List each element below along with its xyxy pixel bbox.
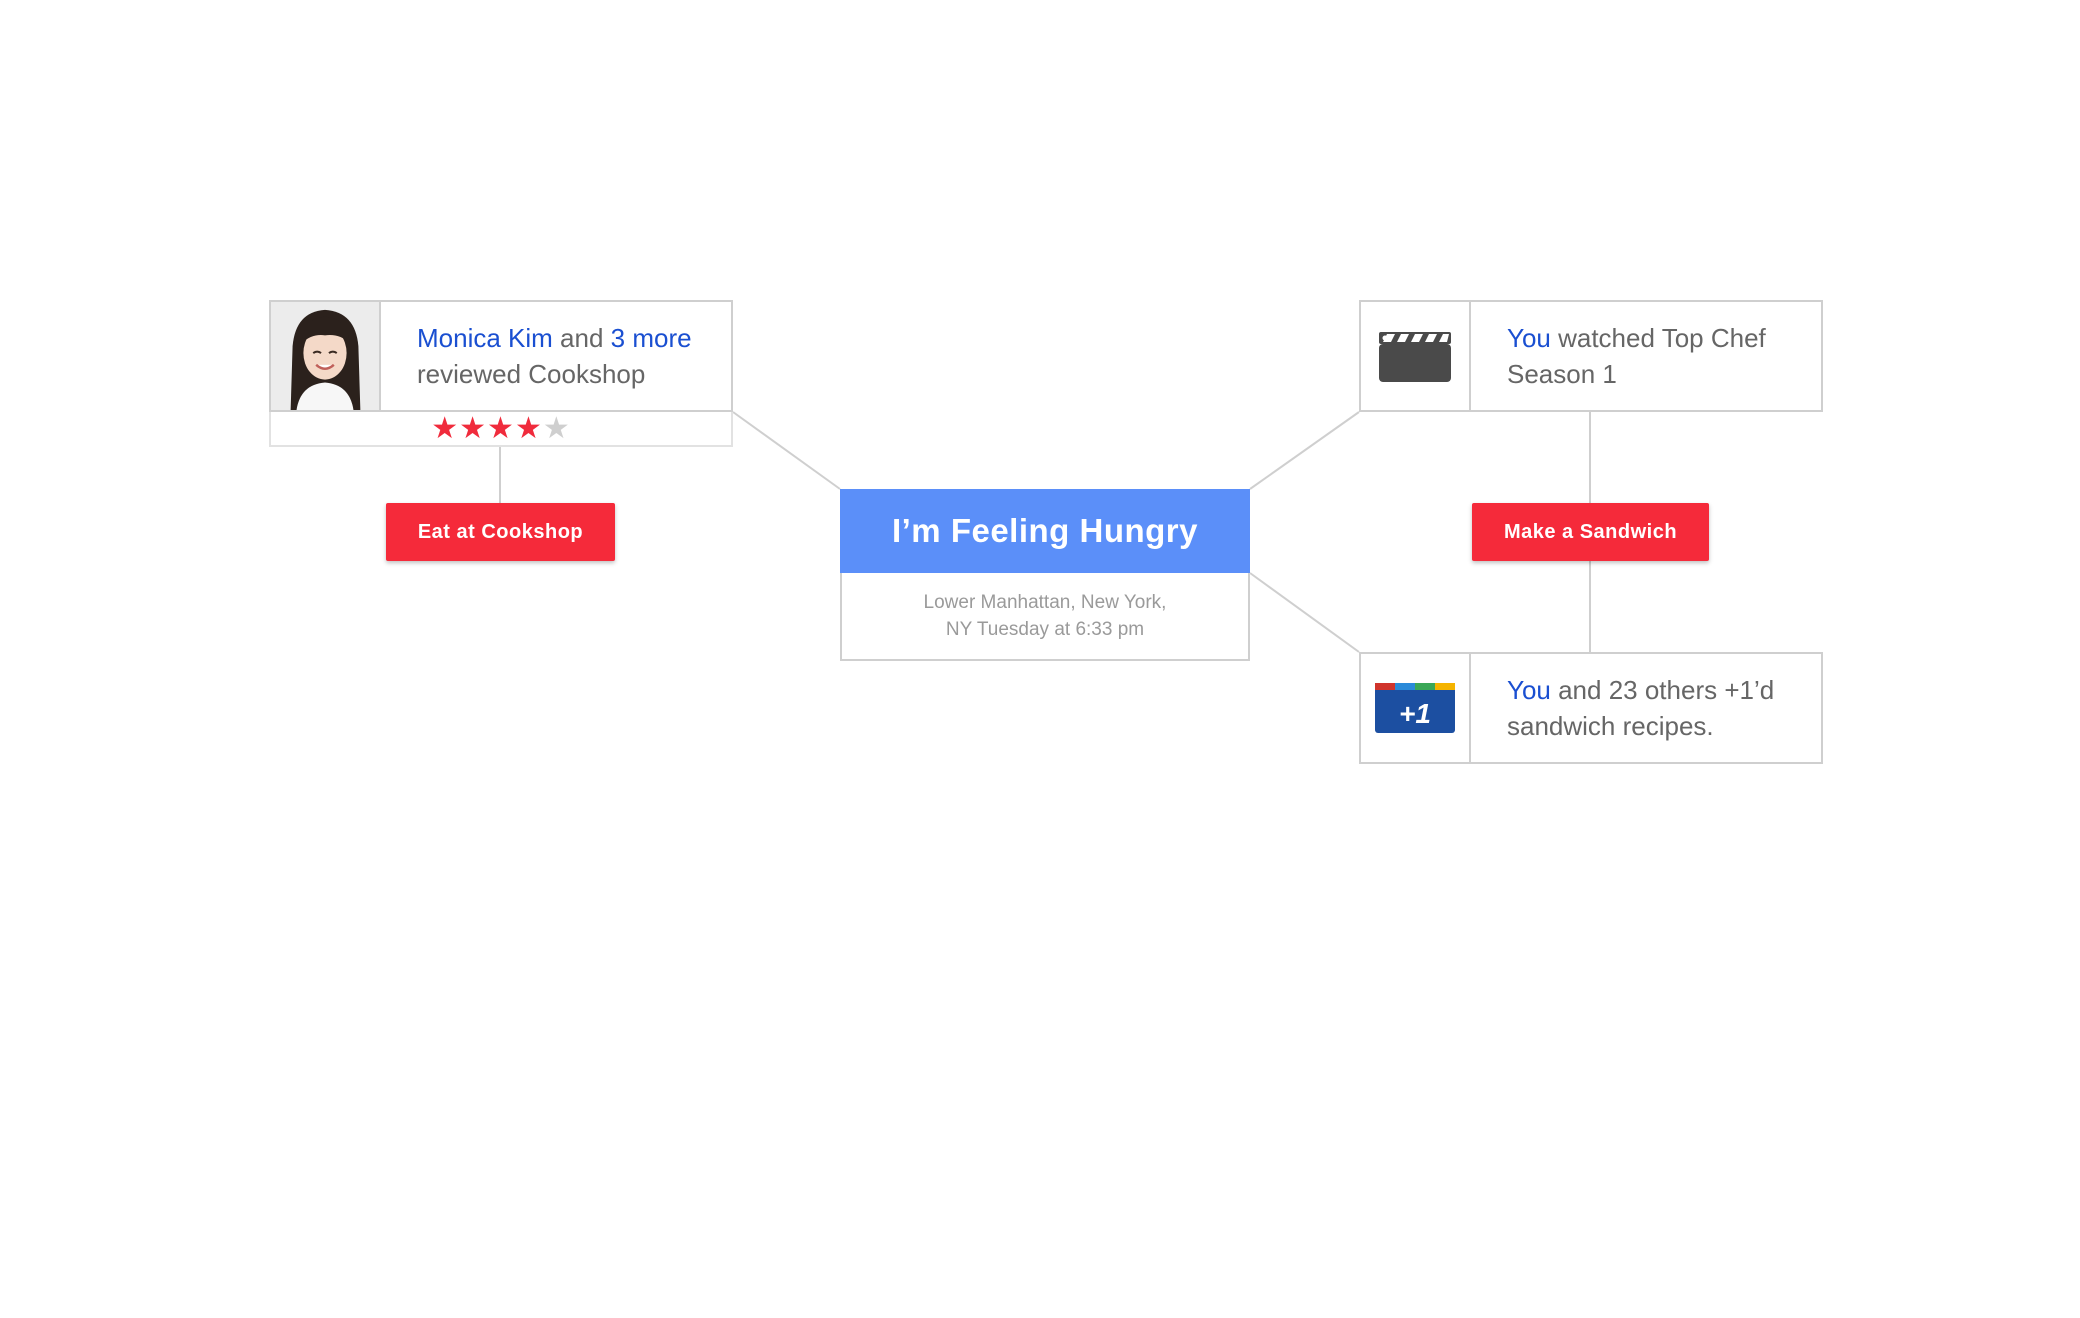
review-text: Monica Kim and 3 more reviewed Cookshop [417,320,715,392]
star-rating: ★★★★★ [269,412,733,447]
location-line2: NY Tuesday at 6:33 pm [945,619,1145,640]
plusone-line2: sandwich recipes. [1507,711,1714,741]
more-reviewers-link[interactable]: 3 more [610,323,692,353]
review-line1: Monica Kim and 3 more [417,320,715,356]
center-title: I’m Feeling Hungry [840,489,1250,573]
star-empty-icon: ★ [542,412,571,445]
connector-center-to-watched [1249,411,1360,490]
plusone-line1: You and 23 others +1’d [1507,672,1805,708]
star-icon: ★ [459,412,488,445]
review-joiner: and [552,323,611,353]
you-link[interactable]: You [1507,675,1551,705]
eat-at-cookshop-button[interactable]: Eat at Cookshop [386,503,615,561]
watched-line2: Season 1 [1507,359,1617,389]
watched-rest: watched Top Chef [1550,323,1766,353]
plusone-rest: and 23 others +1’d [1550,675,1775,705]
watched-text: You watched Top Chef Season 1 [1507,320,1805,392]
watched-thumb [1361,302,1471,410]
center-location: Lower Manhattan, New York, NY Tuesday at… [840,573,1250,661]
plusone-text: You and 23 others +1’d sandwich recipes. [1507,672,1805,744]
star-icon: ★ [431,412,460,445]
connector-center-to-plusone [1249,572,1360,653]
plusone-card: +1 You and 23 others +1’d sandwich recip… [1359,652,1823,764]
star-icon: ★ [514,412,543,445]
make-a-sandwich-button[interactable]: Make a Sandwich [1472,503,1709,561]
review-line2: reviewed Cookshop [417,359,646,389]
plus-one-glyph: +1 [1399,698,1431,729]
google-plus-one-icon: +1 [1375,683,1455,733]
avatar[interactable] [271,302,381,410]
plusone-thumb: +1 [1361,654,1471,762]
review-card: Monica Kim and 3 more reviewed Cookshop [269,300,733,412]
location-line1: Lower Manhattan, New York, [923,592,1167,613]
watched-card: You watched Top Chef Season 1 [1359,300,1823,412]
you-link[interactable]: You [1507,323,1551,353]
star-icon: ★ [487,412,515,445]
connector-review-to-center [732,411,841,490]
clapperboard-icon [1379,332,1451,382]
reviewer-name-link[interactable]: Monica Kim [417,323,553,353]
watched-line1: You watched Top Chef [1507,320,1805,356]
avatar-photo [271,302,379,410]
